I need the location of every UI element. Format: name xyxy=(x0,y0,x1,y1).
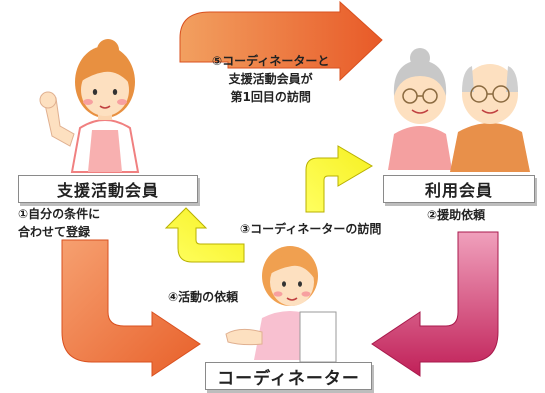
arrow-step1 xyxy=(61,239,201,377)
step5-line1: ⑤コーディネーターと xyxy=(212,54,330,68)
step3-label: ③コーディネーターの訪問 xyxy=(240,222,382,236)
supporter-role-label: 支援活動会員 xyxy=(56,181,159,200)
arrow-step4 xyxy=(164,207,245,263)
step1-line2: 合わせて登録 xyxy=(18,225,91,239)
supporter-role-box: 支援活動会員 xyxy=(18,175,198,203)
step1-label: ①自分の条件に 合わせて登録 xyxy=(18,205,100,241)
arrow-step3 xyxy=(305,145,373,213)
step1-line1: ①自分の条件に xyxy=(18,207,101,221)
step5-label: ⑤コーディネーターと 支援活動会員が 第1回目の訪問 xyxy=(212,52,329,106)
user-role-box: 利用会員 xyxy=(383,175,535,203)
arrow-step2 xyxy=(371,231,499,377)
step5-line2: 支援活動会員が xyxy=(228,72,313,86)
supporter-illustration xyxy=(39,39,140,173)
coordinator-role-label: コーディネーター xyxy=(217,368,360,389)
step5-line3: 第1回目の訪問 xyxy=(230,90,311,104)
step4-label: ④活動の依頼 xyxy=(168,290,239,304)
coordinator-illustration xyxy=(225,246,337,363)
step2-label: ②援助依頼 xyxy=(427,208,486,222)
coordinator-role-box: コーディネーター xyxy=(205,362,372,390)
user-illustration xyxy=(388,48,530,172)
user-role-label: 利用会員 xyxy=(424,181,493,200)
arrow-step5 xyxy=(179,0,383,82)
